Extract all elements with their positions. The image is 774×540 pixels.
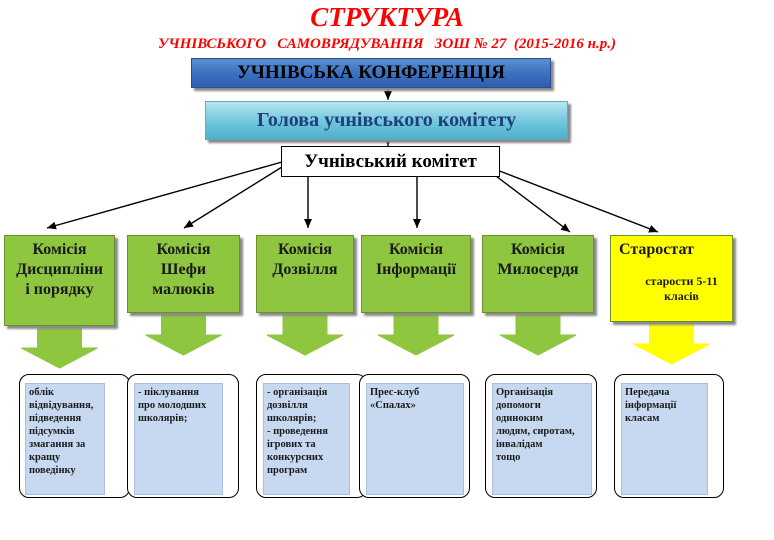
commission-label: Комісія Шефи малюків (152, 241, 215, 298)
diagram-title: СТРУКТУРА (310, 2, 464, 32)
commission-box-3: Комісія Дозвілля (256, 235, 354, 313)
commission-detail-text: Організація допомоги одиноким людям, сир… (492, 383, 592, 495)
diagram-subtitle: УЧНІВСЬКОГО САМОВРЯДУВАННЯ ЗОШ № 27 (201… (158, 36, 616, 52)
commission-label: Комісія Інформації (375, 241, 457, 278)
down-arrow-commission-3 (266, 312, 344, 356)
down-arrow-commission-5 (499, 312, 577, 356)
committee-arrows (46, 161, 659, 233)
arrow-committee-to-commission-2 (183, 161, 291, 229)
commission-detail-text: - організація дозвілля школярів; - прове… (263, 383, 350, 495)
commission-box-1: Комісія Дисципліни і порядку (4, 235, 115, 326)
arrow-committee-to-commission-1 (46, 161, 283, 230)
commission-label: Старостат (619, 241, 694, 258)
commission-detail-text: Прес-клуб «Спалах» (366, 383, 464, 495)
down-arrow-commission-2 (145, 312, 222, 356)
student-conference-label: УЧНІВСЬКА КОНФЕРЕНЦІЯ (236, 62, 506, 83)
commission-label: Комісія Милосердя (497, 241, 579, 278)
down-arrow-commission-4 (377, 312, 455, 356)
commission-down-arrows (21, 312, 710, 369)
arrow-committee-to-commission-5 (487, 169, 571, 233)
commission-box-2: Комісія Шефи малюків (127, 235, 240, 313)
commission-label: Комісія Дозвілля (272, 241, 338, 278)
commission-label: Комісія Дисципліни і порядку (16, 241, 103, 298)
committee-head-label: Голова учнівського комітету (256, 109, 517, 131)
student-committee-label: Учнівський комітет (304, 150, 477, 172)
student-conference-box: УЧНІВСЬКА КОНФЕРЕНЦІЯ (191, 58, 551, 88)
arrow-committee-to-commission-6 (496, 169, 659, 233)
down-arrow-commission-1 (21, 325, 98, 369)
commission-detail-text: Передача інформації класам (621, 383, 708, 495)
committee-head-box: Голова учнівського комітету (205, 101, 568, 140)
commission-detail-text: - піклування про молодших школярів; (134, 383, 223, 495)
commission-box-6: Старостат старости 5-11 класів (610, 235, 733, 322)
commission-detail-text: облік відвідування, підведення підсумків… (25, 383, 105, 495)
down-arrow-commission-6 (633, 321, 710, 365)
commission-box-5: Комісія Милосердя (482, 235, 594, 313)
student-committee-box: Учнівський комітет (281, 146, 500, 177)
commission-sublabel: старости 5-11 класів (645, 274, 718, 303)
commission-box-4: Комісія Інформації (361, 235, 471, 313)
